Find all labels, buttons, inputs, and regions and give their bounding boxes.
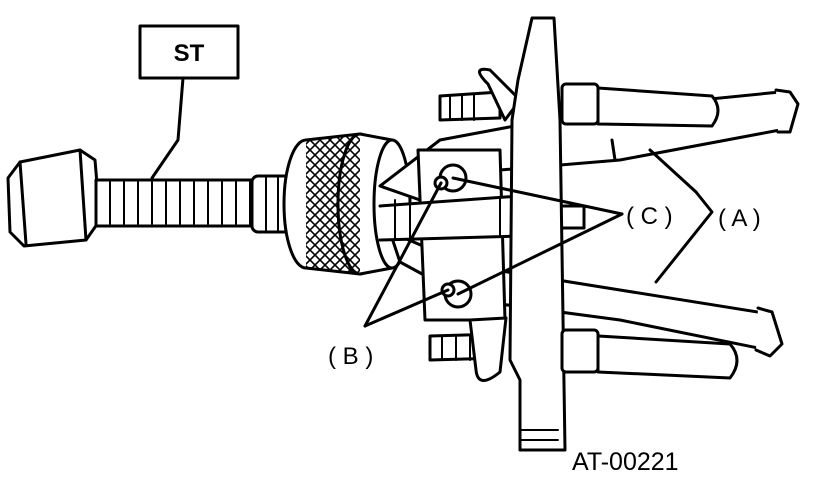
label-a: ( A )	[718, 205, 761, 232]
st-label: ST	[174, 40, 205, 67]
wing-nut-upper	[438, 67, 522, 122]
roller-upper	[560, 82, 720, 128]
leader-c-lower	[456, 212, 624, 296]
threaded-shaft	[94, 178, 268, 228]
roller-lower	[560, 328, 739, 380]
shaft-collar	[250, 174, 294, 234]
label-c: ( C )	[626, 203, 673, 230]
center-clamp-block	[378, 148, 586, 322]
leader-a-lower	[654, 190, 714, 284]
vertical-plate	[508, 16, 567, 452]
leader-b-lower	[363, 288, 450, 328]
st-label-box	[138, 24, 240, 80]
label-b: ( B )	[328, 343, 373, 370]
figure-code: AT-00221	[572, 448, 679, 476]
hex-handle	[6, 148, 102, 248]
leader-c-upper	[451, 176, 624, 216]
leader-b-upper	[363, 181, 443, 328]
st-leader-line	[150, 76, 185, 180]
wing-nut-lower	[428, 316, 508, 382]
leader-a-upper	[648, 148, 698, 194]
